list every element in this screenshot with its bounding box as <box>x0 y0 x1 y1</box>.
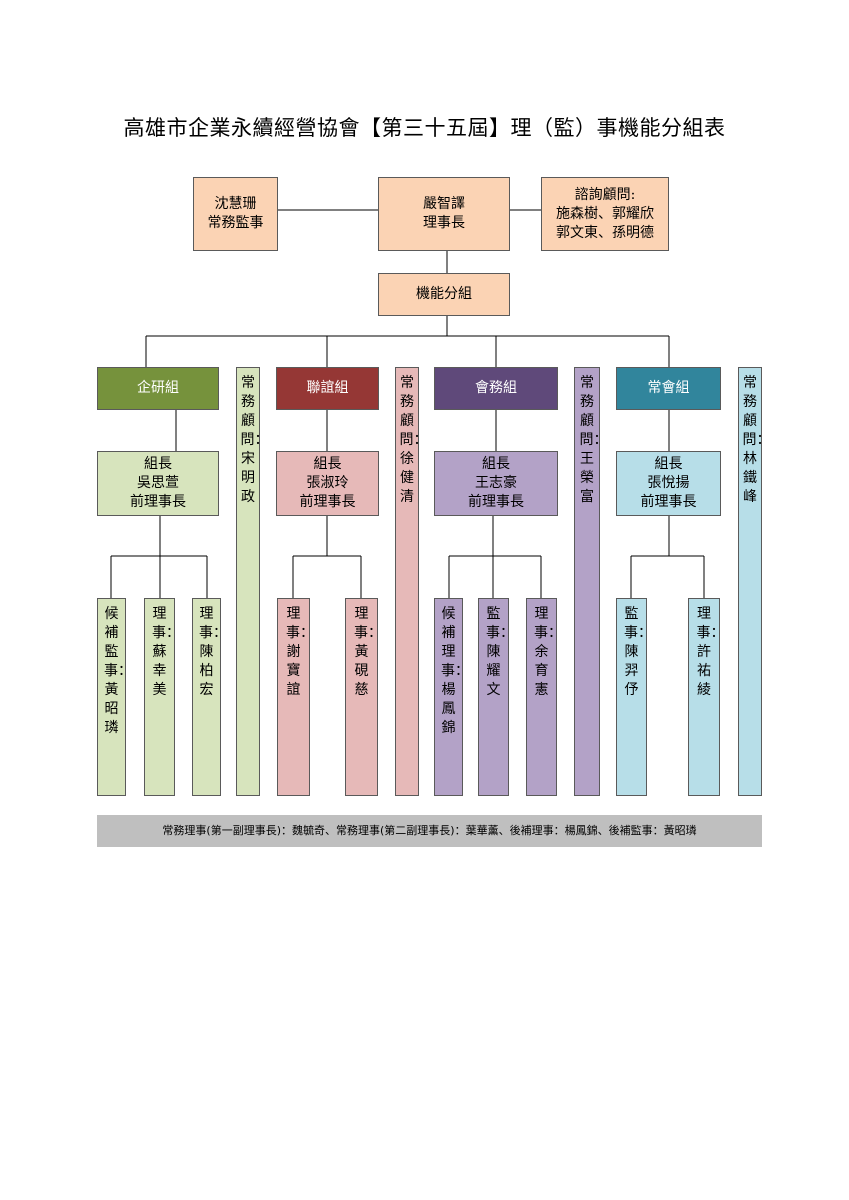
advisors-label: 諮詢顧問: <box>574 186 636 203</box>
function-group-box: 機能分組 <box>378 273 510 316</box>
chairman-name: 嚴智譯 <box>423 196 465 212</box>
group-leader-research: 組長 吳思萱 前理事長 <box>97 451 219 516</box>
leader-label: 組長 <box>482 456 510 472</box>
page-title: 高雄市企業永續經營協會【第三十五屆】理（監）事機能分組表 <box>123 116 726 140</box>
advisors-line-2: 郭文東、孫明德 <box>556 224 654 241</box>
advisor-text: 常務顧問：徐健清 <box>399 375 428 505</box>
leader-label: 組長 <box>144 456 172 472</box>
member-text: 理事：蘇幸美 <box>152 606 180 698</box>
advisor-text: 常務顧問：林鐵峰 <box>742 375 771 505</box>
advisors-line-1: 施森樹、郭耀欣 <box>556 205 654 222</box>
group-header-affairs: 會務組 <box>434 367 558 410</box>
advisor-column-meeting: 常務顧問：林鐵峰 <box>738 367 771 796</box>
member-column: 理事：謝寶誼 <box>277 598 314 796</box>
leader-label: 組長 <box>313 456 342 472</box>
member-column: 候補監事：黃昭璘 <box>97 598 132 796</box>
group-leader-social: 組長 張淑玲 前理事長 <box>276 451 379 516</box>
function-group-label: 機能分組 <box>416 286 472 302</box>
supervisor-name: 沈慧珊 <box>214 196 257 212</box>
leader-name: 吳思萱 <box>137 475 179 491</box>
member-column: 理事：蘇幸美 <box>144 598 180 796</box>
advisor-text: 常務顧問：王榮富 <box>579 375 608 505</box>
advisor-column-research: 常務顧問：宋明政 <box>236 367 269 796</box>
footer-note: 常務理事(第一副理事長)：魏毓奇、常務理事(第二副理事長)：葉華薰、後補理事：楊… <box>97 815 762 847</box>
group-header-meeting: 常會組 <box>616 367 721 410</box>
member-column: 理事：許祐綾 <box>688 598 725 796</box>
leader-name: 張悅揚 <box>647 475 690 491</box>
member-text: 理事：許祐綾 <box>696 606 725 698</box>
group-name: 聯誼組 <box>306 380 349 396</box>
leader-role: 前理事長 <box>468 494 524 510</box>
leader-role: 前理事長 <box>640 494 697 510</box>
supervisor-role: 常務監事 <box>207 215 264 231</box>
group-leader-affairs: 組長 王志豪 前理事長 <box>434 451 558 516</box>
group-header-social: 聯誼組 <box>276 367 379 410</box>
member-column: 監事：陳耀文 <box>478 598 514 796</box>
standing-supervisor-box: 沈慧珊 常務監事 <box>193 177 278 251</box>
chairman-box: 嚴智譯 理事長 <box>378 177 510 251</box>
member-column: 理事：黃硯慈 <box>345 598 382 796</box>
advisors-box: 諮詢顧問: 施森樹、郭耀欣 郭文東、孫明德 <box>541 177 669 251</box>
member-text: 監事：陳耀文 <box>486 606 514 698</box>
advisor-text: 常務顧問：宋明政 <box>240 375 269 505</box>
member-text: 候補監事：黃昭璘 <box>104 606 132 736</box>
member-text: 理事：余育憲 <box>534 606 562 698</box>
member-text: 理事：謝寶誼 <box>286 606 314 698</box>
member-text: 理事：陳柏宏 <box>199 606 227 698</box>
leader-role: 前理事長 <box>299 494 356 510</box>
leader-role: 前理事長 <box>130 494 186 510</box>
leader-name: 張淑玲 <box>306 475 349 491</box>
member-column: 理事：余育憲 <box>526 598 562 796</box>
member-text: 候補理事：楊鳳錦 <box>441 606 469 736</box>
group-header-research: 企研組 <box>97 367 219 410</box>
leader-label: 組長 <box>654 456 683 472</box>
leader-name: 王志豪 <box>475 475 517 491</box>
group-leader-meeting: 組長 張悅揚 前理事長 <box>616 451 721 516</box>
member-text: 理事：黃硯慈 <box>354 606 382 698</box>
advisor-column-affairs: 常務顧問：王榮富 <box>574 367 608 796</box>
chairman-role: 理事長 <box>423 215 465 231</box>
member-column: 監事：陳羿伃 <box>616 598 652 796</box>
group-name: 企研組 <box>137 380 179 396</box>
group-name: 會務組 <box>475 380 517 396</box>
advisor-column-social: 常務顧問：徐健清 <box>395 367 428 796</box>
group-name: 常會組 <box>647 380 690 396</box>
member-text: 監事：陳羿伃 <box>624 606 652 698</box>
member-column: 候補理事：楊鳳錦 <box>434 598 469 796</box>
member-column: 理事：陳柏宏 <box>192 598 227 796</box>
